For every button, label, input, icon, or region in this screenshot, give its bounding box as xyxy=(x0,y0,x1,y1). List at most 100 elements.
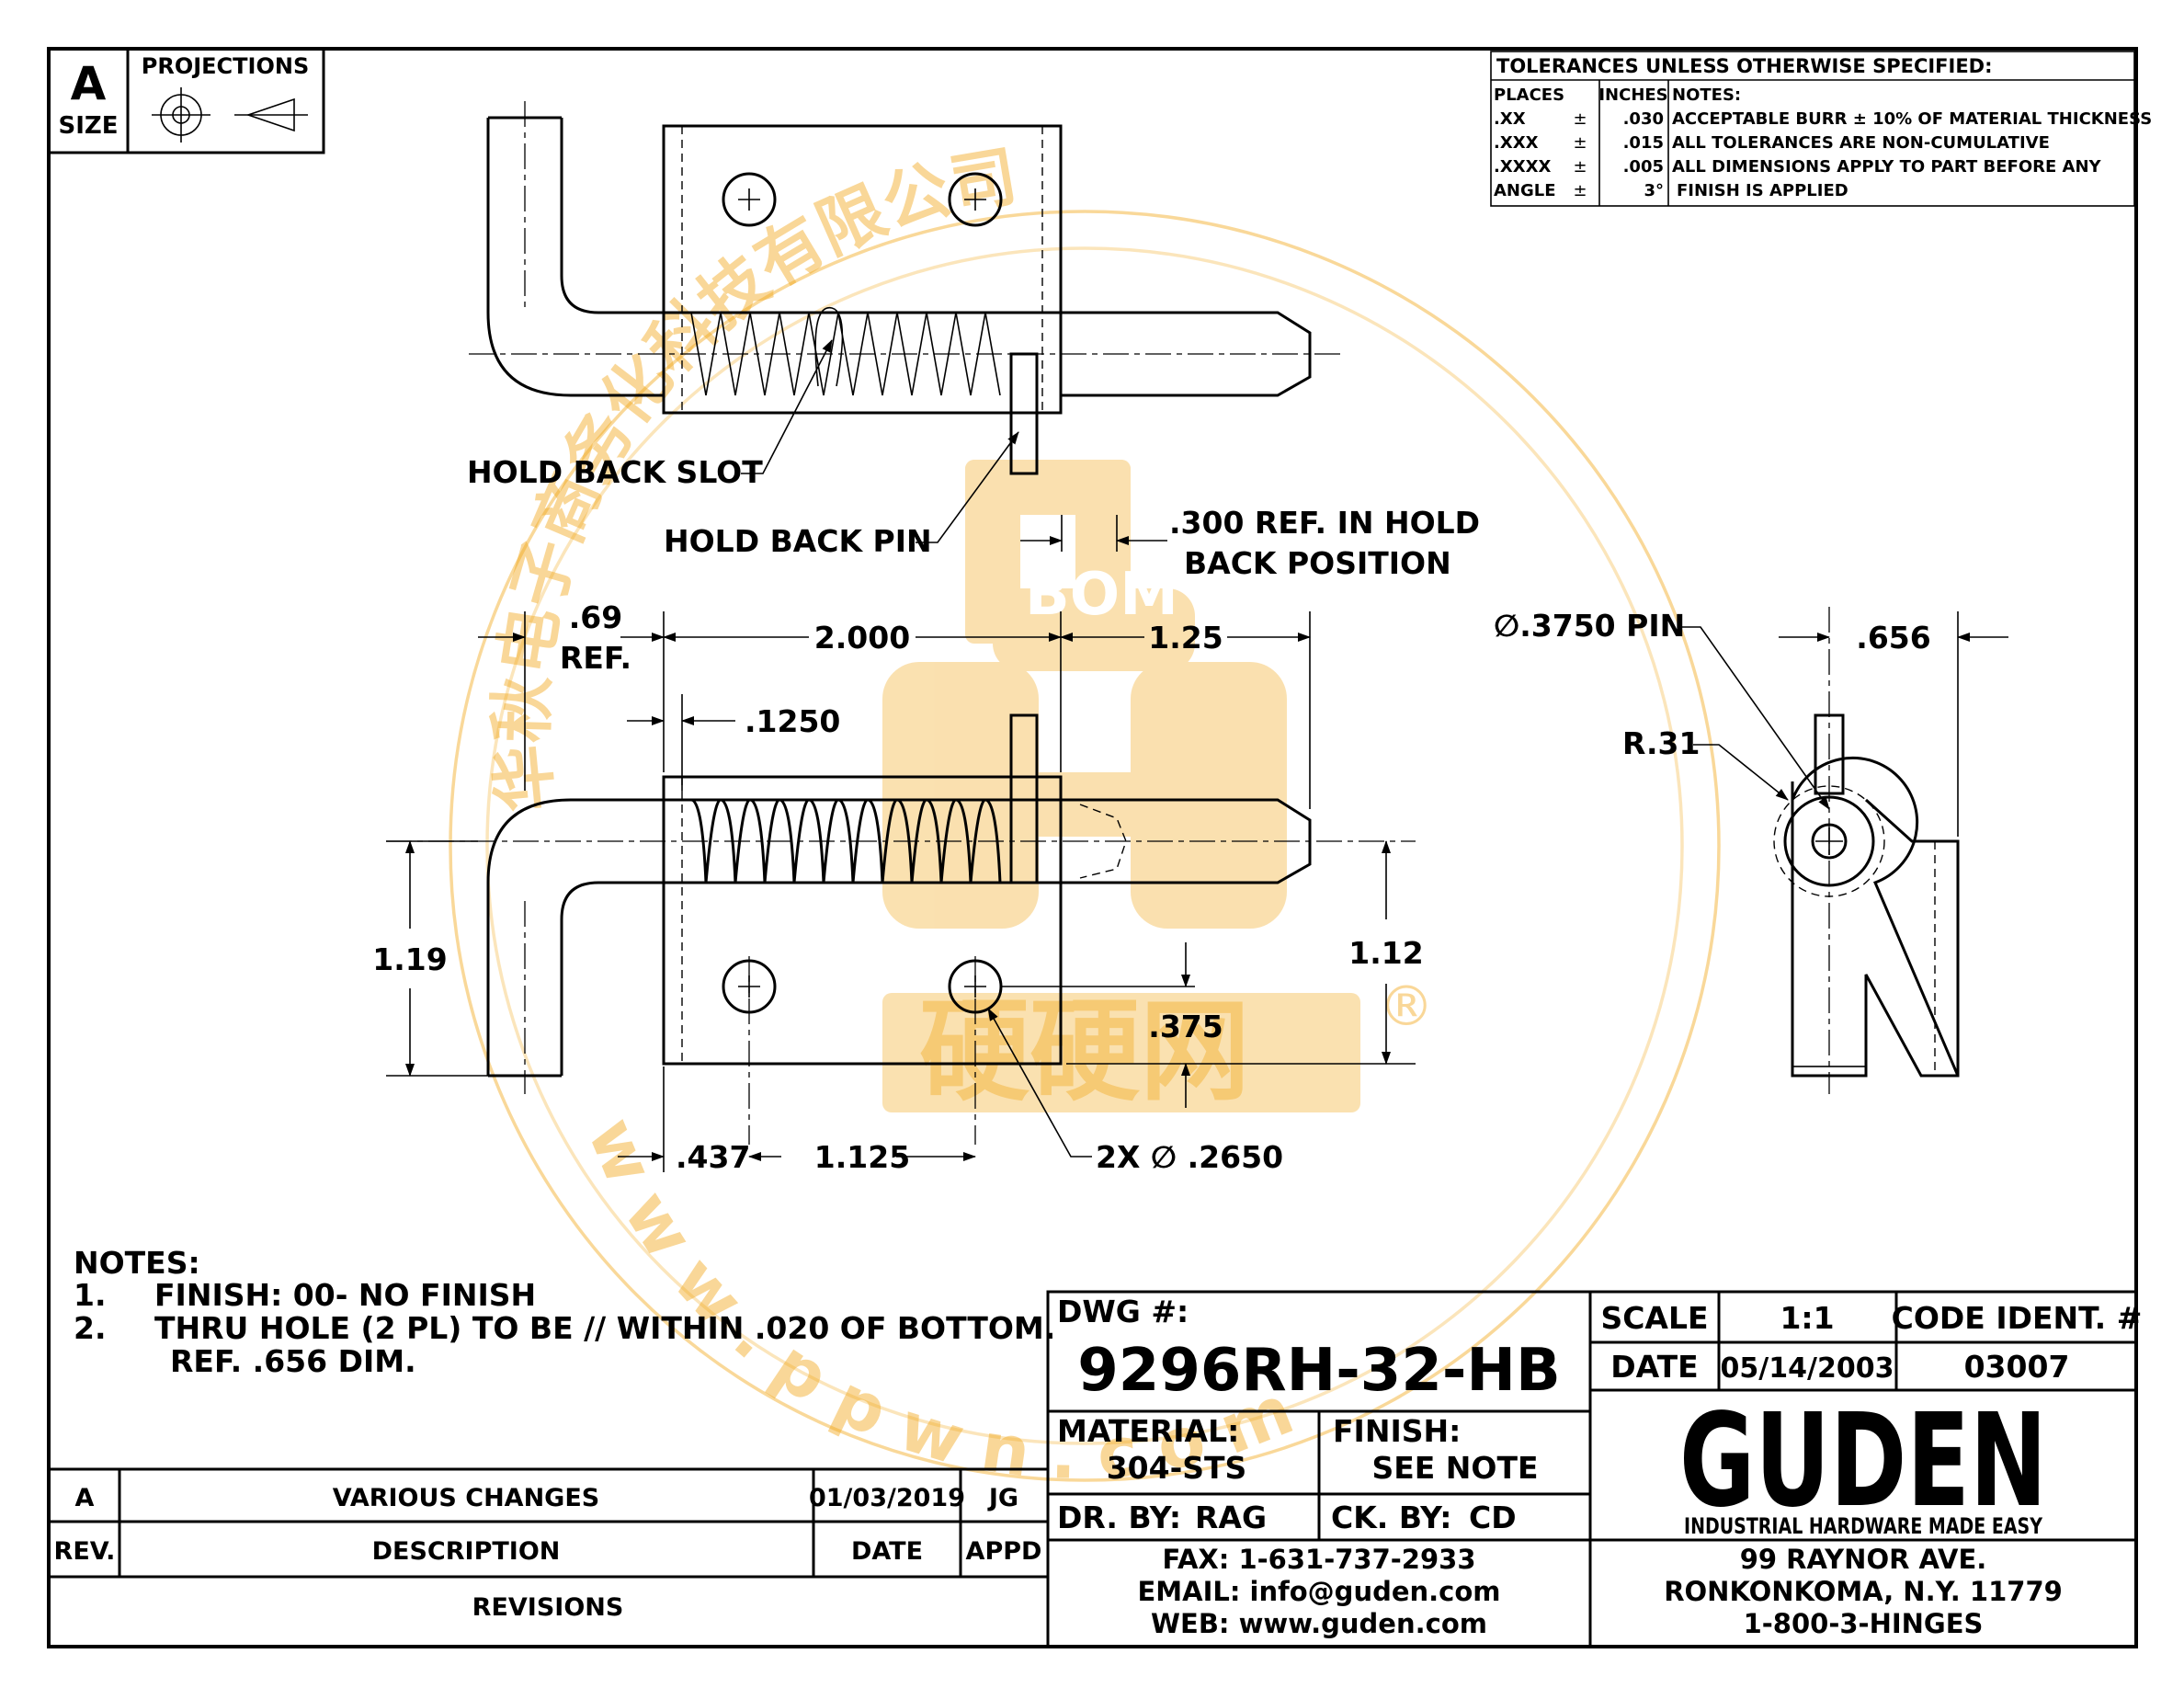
dim-125: 1.25 xyxy=(1060,620,1311,656)
tol-row-place: .XX xyxy=(1494,109,1526,129)
rev-date: 01/03/2019 xyxy=(809,1484,965,1512)
tol-header-notes: NOTES: xyxy=(1672,86,1741,105)
callout-pin-diameter: ∅.3750 PIN xyxy=(1494,608,1830,810)
svg-text:1.19: 1.19 xyxy=(372,941,447,977)
svg-text:.300 REF. IN HOLD: .300 REF. IN HOLD xyxy=(1169,505,1480,541)
dim-300-ref: .300 REF. IN HOLD BACK POSITION xyxy=(1020,505,1480,581)
svg-text:.656: .656 xyxy=(1856,620,1930,656)
dim-375: .375 xyxy=(1002,942,1223,1108)
address-line-1: 99 RAYNOR AVE. xyxy=(1740,1544,1987,1575)
svg-text:BACK POSITION: BACK POSITION xyxy=(1184,545,1451,581)
tol-row-value: .030 xyxy=(1623,109,1664,129)
svg-text:1.25: 1.25 xyxy=(1148,620,1223,656)
size-label: SIZE xyxy=(58,112,118,140)
svg-text:1.12: 1.12 xyxy=(1348,935,1423,971)
svg-text:.1250: .1250 xyxy=(745,703,840,739)
watermark-outer-ring xyxy=(449,210,1721,1482)
tol-row-value: 3° xyxy=(1644,181,1664,200)
dwg-number: 9296RH-32-HB xyxy=(1077,1337,1561,1405)
tol-row-place: ANGLE xyxy=(1494,181,1556,200)
tol-row-pm: ± xyxy=(1573,157,1587,177)
side-view-bracket xyxy=(1791,781,1960,1078)
svg-text:.437: .437 xyxy=(676,1139,750,1175)
scale-value: 1:1 xyxy=(1780,1300,1834,1336)
svg-text:.69: .69 xyxy=(569,599,622,635)
note-text: THRU HOLE (2 PL) TO BE // WITHIN .020 OF… xyxy=(154,1310,1055,1346)
contact-fax: FAX: 1-631-737-2933 xyxy=(1162,1544,1475,1575)
drawn-by-label: DR. BY: xyxy=(1057,1500,1181,1535)
tol-row-pm: ± xyxy=(1573,109,1587,129)
front-view-mounting-hole xyxy=(948,956,1003,1145)
svg-text:2X ∅ .2650: 2X ∅ .2650 xyxy=(1096,1139,1283,1175)
top-view-hold-back-slot xyxy=(814,307,844,387)
tolerances-title: TOLERANCES UNLESS OTHERWISE SPECIFIED: xyxy=(1496,55,1993,77)
svg-text:REF.: REF. xyxy=(560,640,631,676)
logo-text: GUDEN xyxy=(1679,1386,2047,1536)
note-number: 1. xyxy=(74,1277,107,1313)
top-view-spring xyxy=(690,312,1001,396)
dim-112: 1.12 xyxy=(1066,840,1424,1065)
guden-logo: GUDEN INDUSTRIAL HARDWARE MADE EASY xyxy=(1679,1386,2047,1539)
front-view-plunger xyxy=(664,798,1312,884)
tolerances-table: TOLERANCES UNLESS OTHERWISE SPECIFIED: P… xyxy=(1490,51,2152,207)
projections-block: PROJECTIONS xyxy=(126,47,325,154)
note-number: 2. xyxy=(74,1310,107,1346)
rev-header-appd: APPD xyxy=(966,1537,1042,1566)
callout-radius: R.31 xyxy=(1622,725,1789,801)
date-value: 05/14/2003 xyxy=(1721,1352,1894,1385)
dim-2000: 2.000 xyxy=(663,620,1062,656)
dim-069-ref: .69 REF. xyxy=(478,599,665,676)
front-view-dimensions: .69 REF. 2.000 1.25 .1250 1.19 xyxy=(372,599,1423,1175)
tol-row-note: FINISH IS APPLIED xyxy=(1677,181,1848,200)
front-view-bracket xyxy=(662,775,1063,1066)
top-view-mounting-hole xyxy=(722,172,777,227)
dim-119: 1.19 xyxy=(372,840,488,1077)
callout-hold-back-pin: HOLD BACK PIN xyxy=(664,431,1019,559)
dim-1125: 1.125 xyxy=(814,1139,976,1175)
callout-hold-back-slot: HOLD BACK SLOT xyxy=(467,339,833,490)
dim-437: .437 xyxy=(618,1066,781,1175)
tol-row-place: .XXXX xyxy=(1494,157,1551,177)
scale-label: SCALE xyxy=(1600,1300,1708,1336)
code-ident-label: CODE IDENT. # xyxy=(1892,1300,2143,1336)
top-view-mounting-hole xyxy=(948,172,1003,227)
third-angle-projection-icon xyxy=(152,87,308,143)
watermark-brand: 硬硬网 xyxy=(919,988,1250,1116)
note-text: FINISH: 00- NO FINISH xyxy=(154,1277,536,1313)
dwg-label: DWG #: xyxy=(1057,1294,1189,1329)
svg-text:R.31: R.31 xyxy=(1622,725,1700,761)
tol-header-inches: INCHES xyxy=(1598,86,1667,105)
code-ident-value: 03007 xyxy=(1964,1349,2070,1385)
logo-tagline: INDUSTRIAL HARDWARE MADE EASY xyxy=(1684,1513,2042,1539)
rev-header-date: DATE xyxy=(851,1537,923,1566)
revisions-title: REVISIONS xyxy=(472,1593,624,1622)
projections-label: PROJECTIONS xyxy=(142,53,309,79)
front-view-mounting-hole xyxy=(722,956,777,1145)
tol-row-value: .005 xyxy=(1623,157,1664,177)
svg-text:2.000: 2.000 xyxy=(814,620,910,656)
drawn-by-value: RAG xyxy=(1195,1500,1267,1535)
address-line-2: RONKONKOMA, N.Y. 11779 xyxy=(1664,1576,2063,1607)
watermark-badge: BOM xyxy=(1025,561,1178,629)
size-block: A SIZE xyxy=(47,47,130,154)
notes: NOTES: 1. FINISH: 00- NO FINISH 2. THRU … xyxy=(74,1245,1055,1379)
front-view-hold-back-pin xyxy=(1009,713,1039,884)
tol-row-value: .015 xyxy=(1623,133,1664,153)
notes-title: NOTES: xyxy=(74,1245,200,1281)
contact-email: EMAIL: info@guden.com xyxy=(1137,1576,1500,1607)
size-letter: A xyxy=(71,57,107,110)
rev-description: VARIOUS CHANGES xyxy=(333,1484,599,1512)
watermark-inner-ring xyxy=(485,246,1684,1445)
tol-header-places: PLACES xyxy=(1494,86,1564,105)
dim-656: .656 xyxy=(1779,620,2008,656)
material-value: 304-STS xyxy=(1107,1450,1247,1486)
tol-row-note: ACCEPTABLE BURR ± 10% OF MATERIAL THICKN… xyxy=(1672,109,2152,129)
top-view-plunger xyxy=(664,311,1312,397)
front-view-handle xyxy=(486,798,664,1076)
rev-letter: A xyxy=(75,1484,95,1512)
note-continuation: REF. .656 DIM. xyxy=(170,1343,416,1379)
material-label: MATERIAL: xyxy=(1057,1413,1239,1449)
svg-text:HOLD BACK SLOT: HOLD BACK SLOT xyxy=(467,454,763,490)
svg-text:HOLD BACK PIN: HOLD BACK PIN xyxy=(664,523,932,559)
